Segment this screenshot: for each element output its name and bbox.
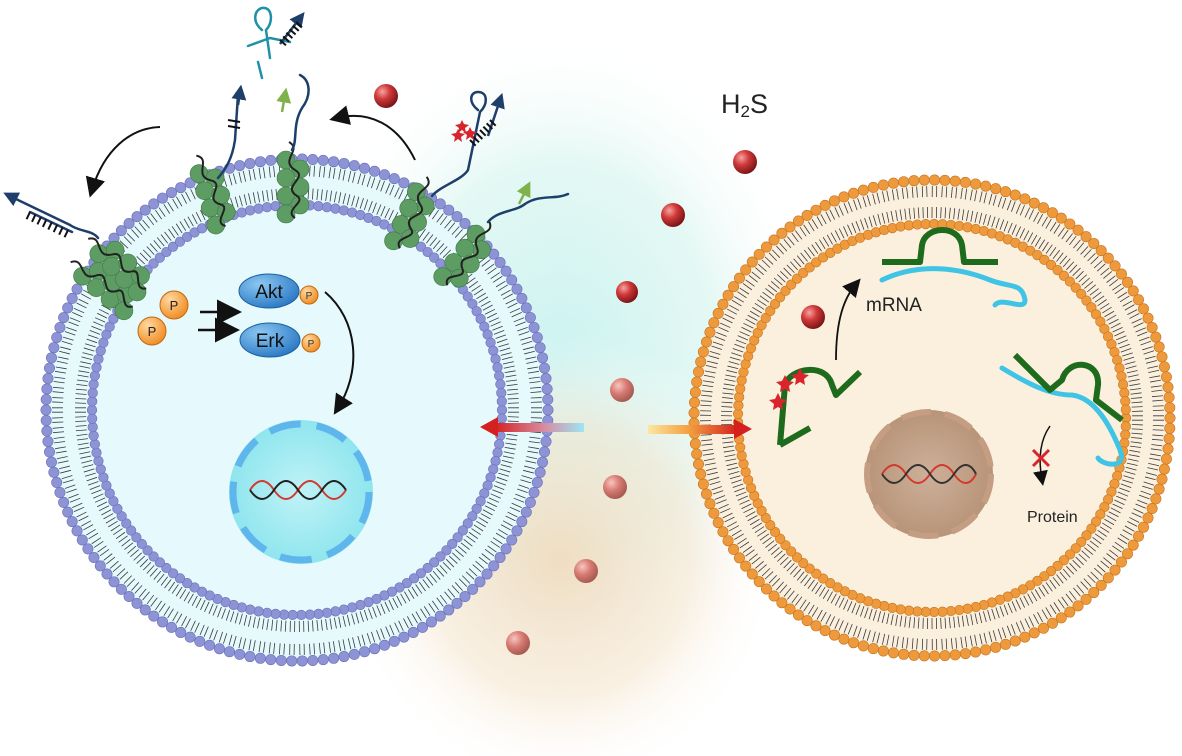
blocked-x-icon: [1031, 448, 1051, 468]
cleavage-star-icons: [769, 368, 809, 410]
h2s-molecule: [574, 559, 598, 583]
h2s-molecule: [733, 150, 757, 174]
activated-aptamer: [769, 366, 863, 448]
left-cell: Akt P Erk P P P: [40, 105, 554, 667]
mrna-complex-top: mRNA: [866, 227, 1028, 316]
h2s-molecule: [610, 378, 634, 402]
release-arrow: [329, 105, 416, 161]
erk-kinase: Erk P: [239, 322, 321, 358]
protein-label: Protein: [1027, 509, 1078, 526]
receptor-protein: [384, 176, 435, 251]
released-probes: [3, 6, 570, 240]
aptamer-release-arrow: [835, 278, 861, 361]
membrane-receptors: [70, 141, 492, 321]
h2s-molecule: [661, 203, 685, 227]
h2s-molecule: [603, 475, 627, 499]
mrna-complex-bottom: [999, 352, 1124, 467]
left-cell-membrane: [40, 153, 554, 667]
left-nucleus: [229, 420, 373, 564]
receptor-protein: [276, 141, 310, 224]
akt-kinase: Akt P: [238, 273, 319, 309]
h2s-molecules: [374, 84, 825, 655]
right-gradient-arrow: [648, 419, 752, 439]
svg-text:Erk: Erk: [256, 331, 285, 352]
right-cell: mRNA Protein: [688, 174, 1176, 662]
right-cell-membrane: [688, 174, 1176, 662]
blocked-translation-arrow: [1033, 425, 1051, 486]
dimerization-arrow: [85, 126, 161, 198]
h2s-molecule: [506, 631, 530, 655]
receptor-protein: [433, 221, 492, 288]
receptor-protein: [87, 237, 150, 302]
svg-text:P: P: [148, 324, 157, 339]
svg-text:P: P: [306, 291, 313, 302]
receptor-phospho-group: P P: [137, 290, 189, 346]
h2s-molecule: [616, 281, 638, 303]
right-nucleus: [864, 409, 994, 539]
mrna-label: mRNA: [866, 295, 922, 316]
svg-text:H2S: H2S: [721, 89, 768, 121]
left-cell-cytoplasm: [45, 158, 549, 662]
h2s-label: H2S: [721, 89, 768, 121]
nucleus-signal-arrow: [324, 291, 355, 415]
h2s-molecule: [801, 305, 825, 329]
left-gradient-arrow: [480, 417, 584, 437]
h2s-molecule: [374, 84, 398, 108]
svg-text:P: P: [308, 339, 315, 350]
receptor-protein: [189, 154, 236, 235]
svg-text:P: P: [170, 298, 179, 313]
svg-text:Akt: Akt: [255, 282, 283, 303]
